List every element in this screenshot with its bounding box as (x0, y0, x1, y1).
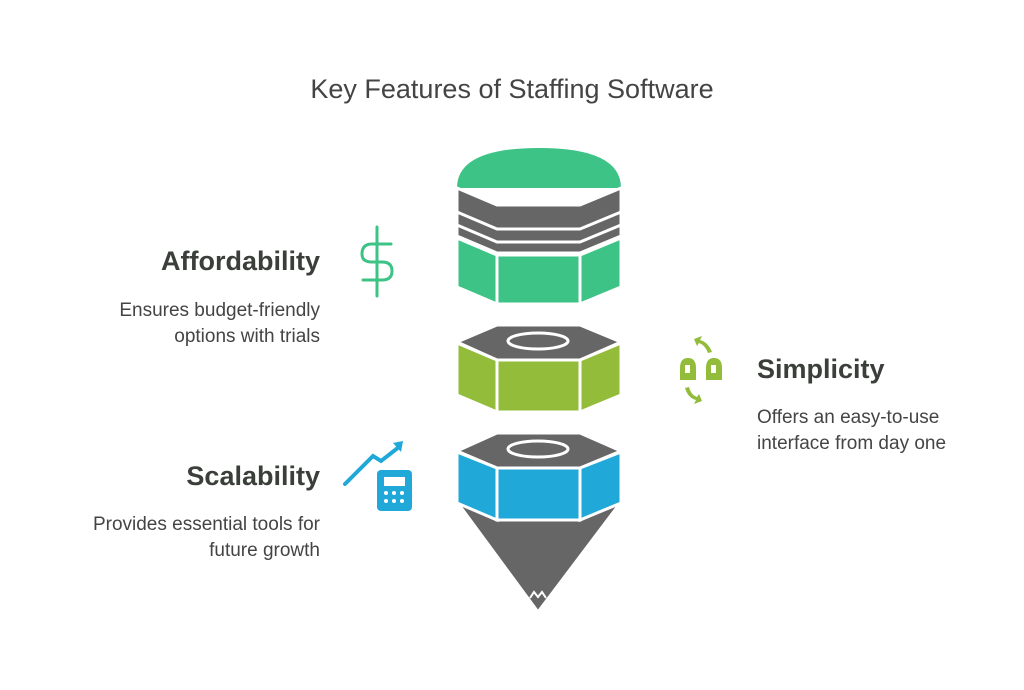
description-line: future growth (209, 540, 320, 561)
swap-hands-icon (680, 336, 722, 404)
description-line: Offers an easy-to-use (757, 407, 940, 428)
description-line: Ensures budget-friendly (119, 300, 320, 321)
scalability-block (452, 431, 626, 615)
description-line: Provides essential tools for (92, 514, 320, 535)
simplicity-description: Offers an easy-to-use interface from day… (757, 405, 946, 457)
scalability-description: Provides essential tools for future grow… (93, 512, 320, 564)
affordability-description: Ensures budget-friendly options with tri… (119, 298, 320, 350)
simplicity-block (453, 323, 625, 415)
diagram-title: Key Features of Staffing Software (310, 74, 714, 104)
description-line: options with trials (174, 326, 320, 347)
affordability-heading: Affordability (161, 246, 320, 276)
description-line: interface from day one (757, 433, 947, 454)
simplicity-heading: Simplicity (757, 354, 885, 384)
affordability-block (455, 148, 623, 307)
dollar-icon (360, 225, 394, 298)
growth-calculator-icon (343, 441, 412, 511)
scalability-heading: Scalability (186, 461, 320, 491)
